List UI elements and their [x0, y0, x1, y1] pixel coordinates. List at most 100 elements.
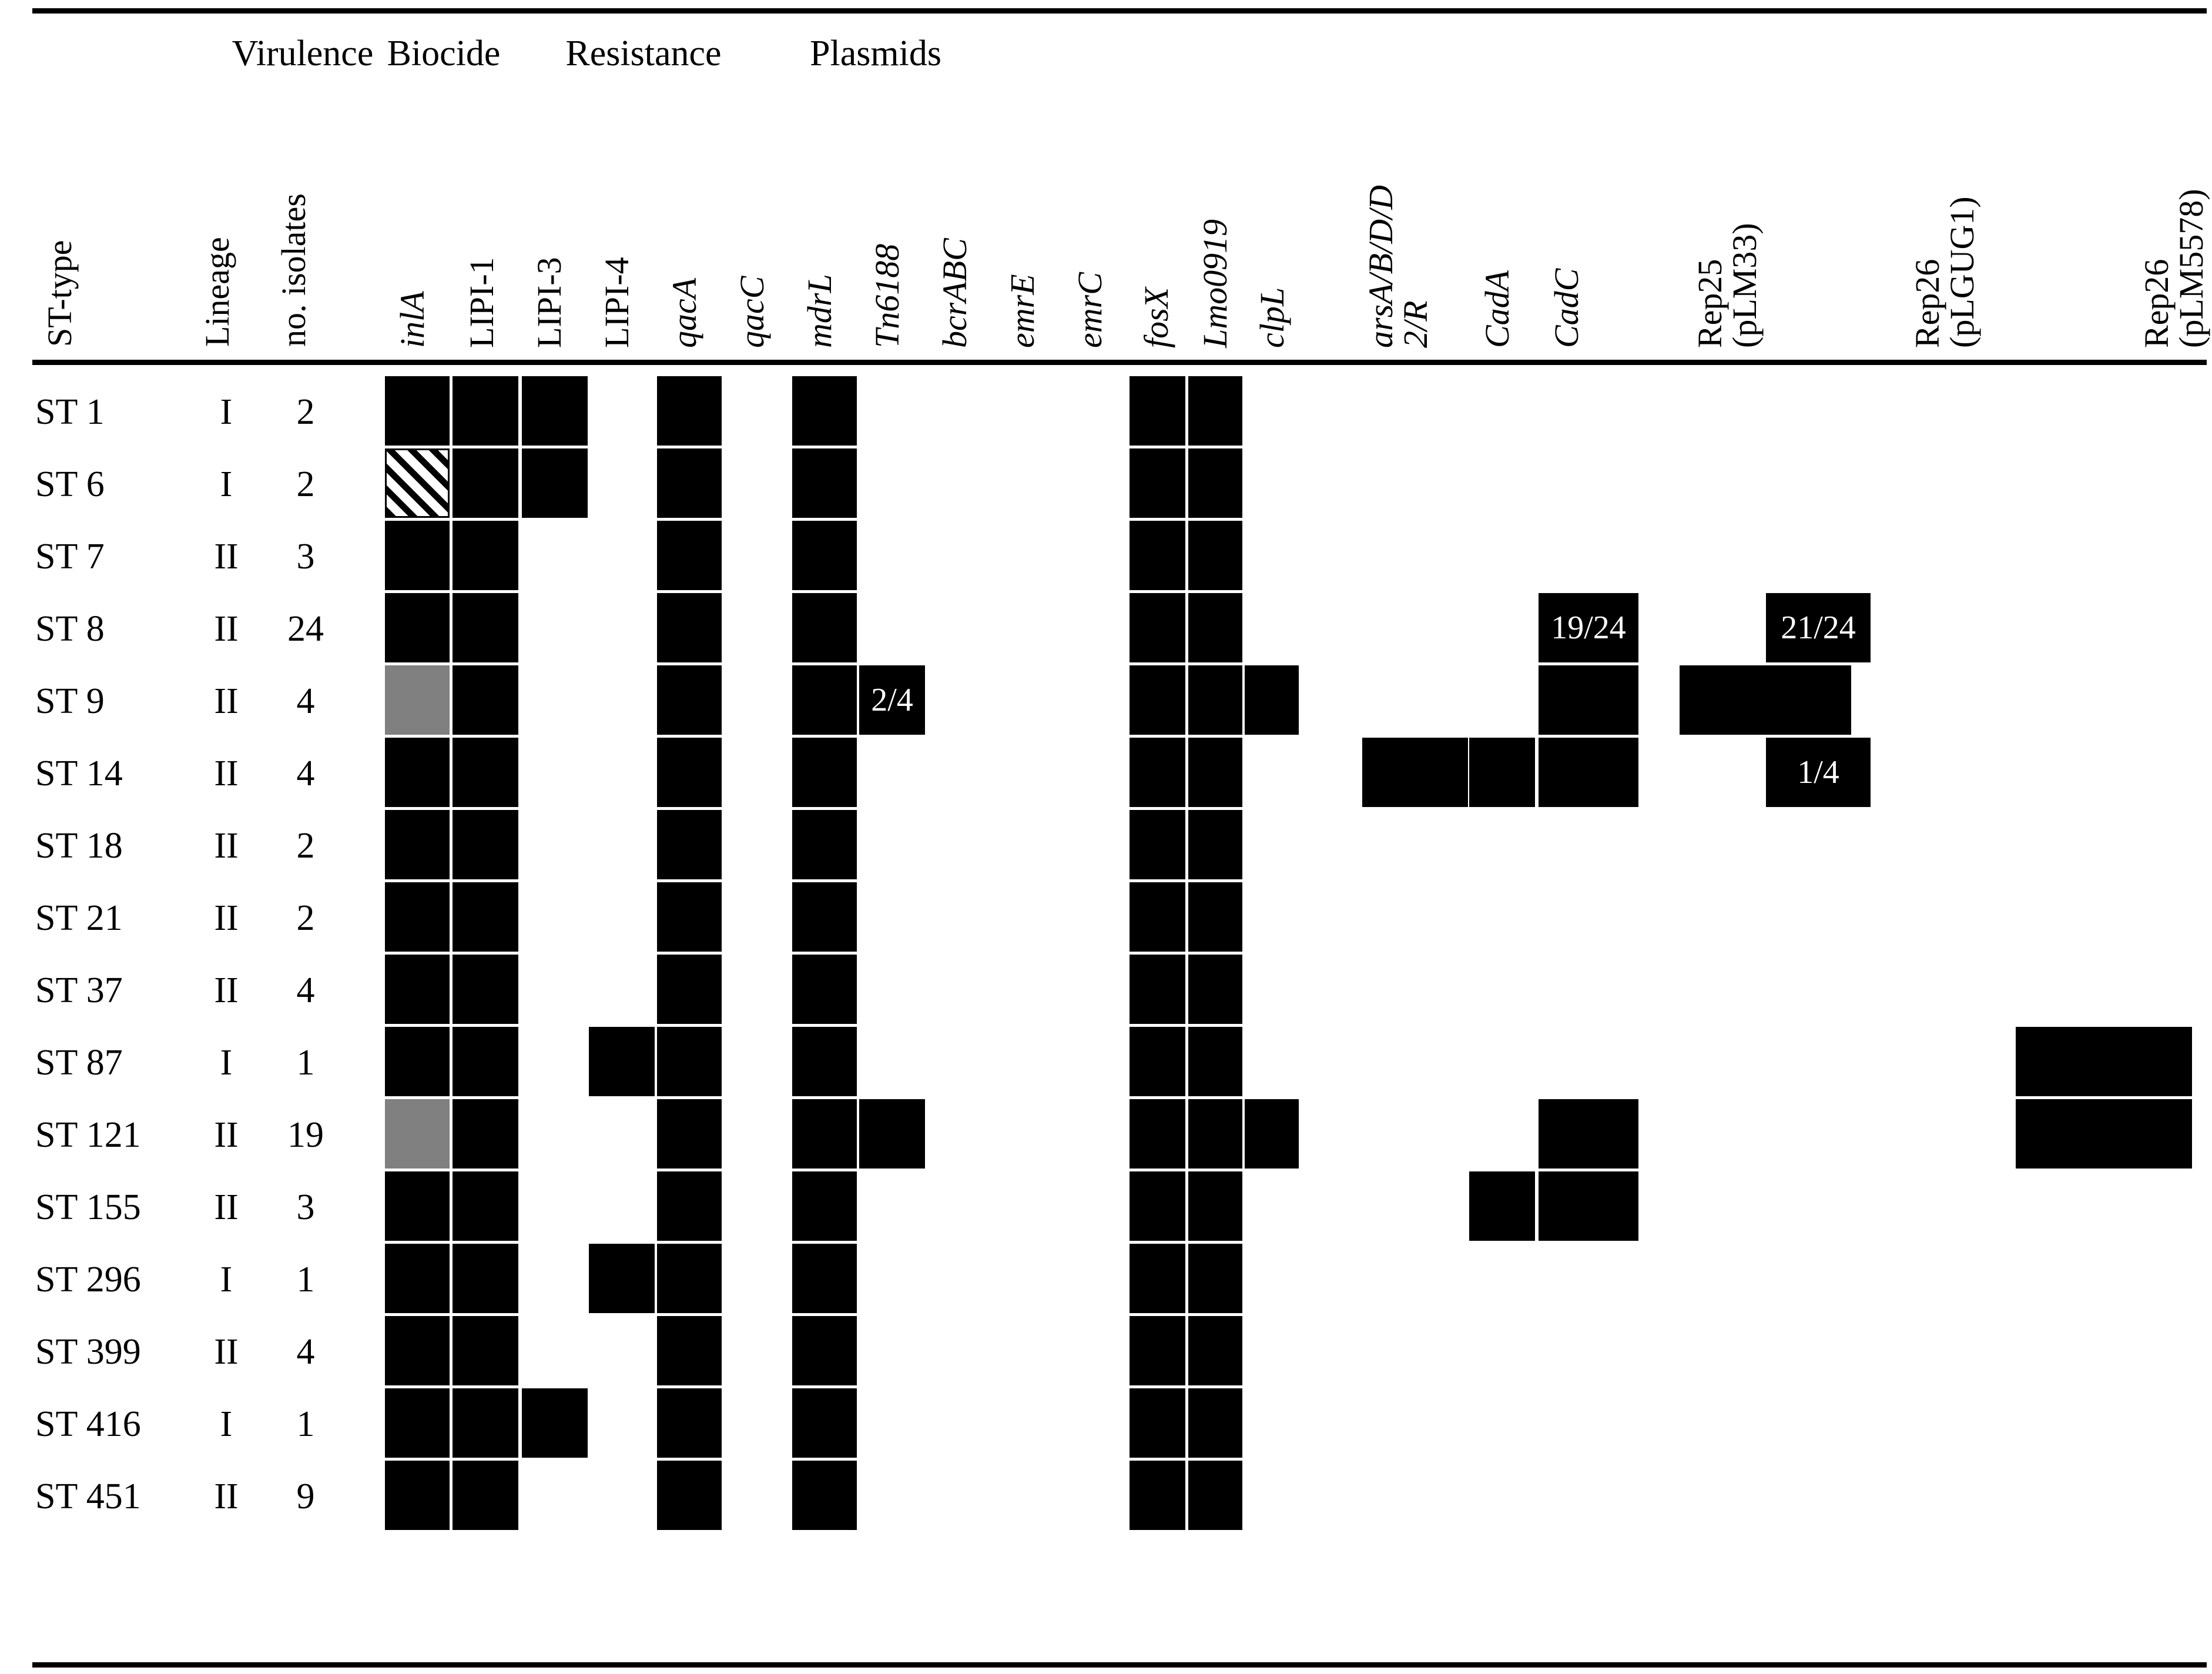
matrix-cell-st296-Lmo0919 [1188, 1244, 1242, 1313]
matrix-cell-st416-fosX [1130, 1388, 1185, 1458]
row-label-st-type: ST 399 [35, 1332, 141, 1372]
matrix-cell-st14-arsABDD2R [1362, 738, 1468, 807]
row-label-st-type: ST 9 [35, 681, 105, 721]
matrix-cell-st9-LIPI-1 [453, 665, 518, 735]
matrix-cell-st87-inlA [385, 1027, 450, 1096]
column-header-inlA: inlA [393, 291, 431, 348]
matrix-cell-st8-mdrL [792, 593, 857, 662]
matrix-cell-st451-Lmo0919 [1188, 1461, 1242, 1530]
cell-fraction-label: 19/24 [1551, 610, 1626, 646]
matrix-cell-st87-mdrL [792, 1027, 857, 1096]
matrix-cell-st9-Lmo0919 [1188, 665, 1242, 735]
matrix-cell-st18-fosX [1130, 810, 1185, 879]
matrix-cell-st9-clpL [1245, 665, 1299, 735]
matrix-cell-st8-CadC: 19/24 [1539, 593, 1638, 662]
row-label-st-type: ST 155 [35, 1187, 141, 1227]
row-label-st-type: ST 416 [35, 1404, 141, 1444]
matrix-cell-st21-Lmo0919 [1188, 882, 1242, 952]
row-label-st-type: ST 21 [35, 898, 123, 938]
column-header-lineage: Lineage [198, 237, 236, 347]
column-header-Rep25_pLM33: Rep25 (pLM33) [1691, 223, 1764, 348]
matrix-cell-st14-CadA [1469, 738, 1535, 807]
row-label-isolates: 1 [296, 1404, 315, 1444]
matrix-cell-st18-inlA [385, 810, 450, 879]
matrix-cell-st6-mdrL [792, 448, 857, 518]
matrix-cell-st155-inlA [385, 1171, 450, 1241]
group-header-biocide: Biocide [387, 34, 501, 73]
rule-top [32, 8, 2207, 14]
matrix-cell-st14-CadC [1539, 738, 1638, 807]
matrix-cell-st9-mdrL [792, 665, 857, 735]
matrix-cell-st6-fosX [1130, 448, 1185, 518]
matrix-cell-st296-qacA [657, 1244, 722, 1313]
column-header-Rep26_pLGUG1: Rep26 (pLGUG1) [1908, 196, 1982, 348]
matrix-cell-st155-fosX [1130, 1171, 1185, 1241]
matrix-cell-st121-Rep26_pLM5578 [2016, 1099, 2192, 1169]
row-label-isolates: 9 [296, 1477, 315, 1516]
matrix-cell-st6-Lmo0919 [1188, 448, 1242, 518]
matrix-cell-st416-qacA [657, 1388, 722, 1458]
matrix-cell-st451-LIPI-1 [453, 1461, 518, 1530]
matrix-cell-st6-LIPI-3 [522, 448, 588, 518]
matrix-cell-st1-LIPI-3 [522, 376, 588, 446]
matrix-cell-st1-Lmo0919 [1188, 376, 1242, 446]
matrix-cell-st7-mdrL [792, 521, 857, 590]
matrix-cell-st21-mdrL [792, 882, 857, 952]
column-header-LIPI-3: LIPI-3 [530, 257, 568, 348]
row-label-lineage: II [214, 754, 239, 794]
matrix-cell-st87-LIPI-4 [589, 1027, 655, 1096]
matrix-cell-st296-fosX [1130, 1244, 1185, 1313]
matrix-cell-st37-LIPI-1 [453, 955, 518, 1024]
matrix-cell-st121-Tn6188 [859, 1099, 925, 1169]
matrix-cell-st155-CadA [1469, 1171, 1535, 1241]
row-label-st-type: ST 296 [35, 1260, 141, 1300]
matrix-cell-st14-Lmo0919 [1188, 738, 1242, 807]
row-label-lineage: II [214, 898, 239, 938]
matrix-cell-st121-qacA [657, 1099, 722, 1169]
matrix-cell-st416-inlA [385, 1388, 450, 1458]
group-header-plasmids: Plasmids [810, 34, 941, 73]
rule-header-separator [32, 360, 2207, 365]
matrix-cell-st121-CadC [1539, 1099, 1638, 1169]
column-header-CadA: CadA [1478, 270, 1516, 348]
group-header-resistance: Resistance [565, 34, 722, 73]
matrix-cell-st37-mdrL [792, 955, 857, 1024]
column-header-CadC: CadC [1547, 268, 1586, 348]
row-label-st-type: ST 18 [35, 826, 123, 866]
matrix-cell-st399-Lmo0919 [1188, 1316, 1242, 1385]
matrix-cell-st155-LIPI-1 [453, 1171, 518, 1241]
matrix-cell-st7-inlA [385, 521, 450, 590]
row-label-st-type: ST 7 [35, 537, 105, 577]
matrix-cell-st399-qacA [657, 1316, 722, 1385]
matrix-cell-st14-qacA [657, 738, 722, 807]
rule-bottom [32, 1662, 2207, 1668]
matrix-cell-st87-Rep26_pLM5578 [2016, 1027, 2192, 1096]
matrix-cell-st18-mdrL [792, 810, 857, 879]
row-label-st-type: ST 8 [35, 609, 105, 649]
cell-fraction-label: 2/4 [871, 682, 913, 718]
row-label-st-type: ST 87 [35, 1043, 123, 1083]
matrix-cell-st1-qacA [657, 376, 722, 446]
column-header-qacA: qacA [665, 277, 703, 348]
cell-fraction-label: 21/24 [1781, 610, 1856, 646]
matrix-cell-st87-LIPI-1 [453, 1027, 518, 1096]
matrix-cell-st9-CadC [1539, 665, 1638, 735]
matrix-cell-st21-qacA [657, 882, 722, 952]
matrix-cell-st9-fosX [1130, 665, 1185, 735]
row-label-lineage: II [214, 681, 239, 721]
matrix-cell-st37-fosX [1130, 955, 1185, 1024]
row-label-st-type: ST 121 [35, 1115, 141, 1155]
matrix-cell-st416-Lmo0919 [1188, 1388, 1242, 1458]
matrix-cell-st399-mdrL [792, 1316, 857, 1385]
matrix-cell-st37-inlA [385, 955, 450, 1024]
row-label-lineage: II [214, 1332, 239, 1372]
row-label-st-type: ST 451 [35, 1477, 141, 1516]
matrix-cell-st155-mdrL [792, 1171, 857, 1241]
row-label-isolates: 3 [296, 537, 315, 577]
matrix-cell-st1-fosX [1130, 376, 1185, 446]
matrix-cell-st155-CadC [1539, 1171, 1638, 1241]
matrix-cell-st21-inlA [385, 882, 450, 952]
matrix-cell-st399-fosX [1130, 1316, 1185, 1385]
column-header-isolates: no. isolates [274, 193, 313, 347]
